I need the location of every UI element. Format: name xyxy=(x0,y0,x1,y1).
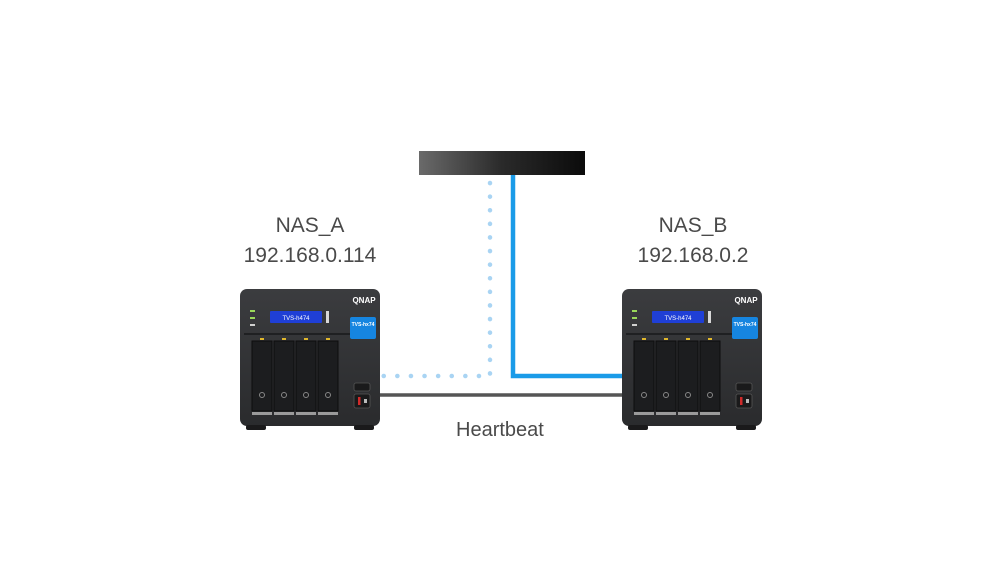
nas-b-ip: 192.168.0.2 xyxy=(637,244,749,267)
network-switch xyxy=(419,151,585,175)
lcd-panel xyxy=(270,311,322,323)
model-badge xyxy=(350,317,376,339)
model-tag: TVS-hx74 xyxy=(734,322,757,328)
nas-a-ip: 192.168.0.114 xyxy=(243,244,377,267)
model-badge xyxy=(732,317,758,339)
nas-b-name: NAS_B xyxy=(658,214,728,237)
standby-link xyxy=(377,180,493,379)
lcd-text: TVS-h474 xyxy=(282,316,310,322)
lcd-panel xyxy=(652,311,704,323)
brand-logo: QNAP xyxy=(734,296,758,305)
model-tag: TVS-hx74 xyxy=(352,322,375,328)
heartbeat-label: Heartbeat xyxy=(456,419,544,441)
nas-a-device: TVS-h474 QNAP TVS-hx74 xyxy=(240,289,380,430)
brand-logo: QNAP xyxy=(352,296,376,305)
nas-a-name: NAS_A xyxy=(275,214,345,237)
nas-b-device: TVS-h474 QNAP TVS-hx74 xyxy=(622,289,762,430)
lcd-text: TVS-h474 xyxy=(664,316,692,322)
active-link xyxy=(510,175,626,379)
